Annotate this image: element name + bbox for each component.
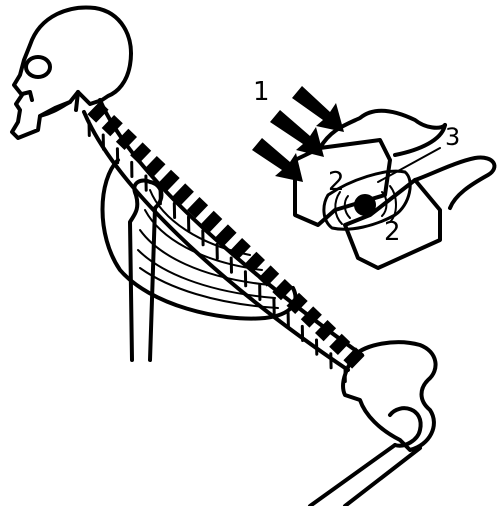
label-vertebral-body-lower: 2 xyxy=(384,217,401,247)
humerus xyxy=(130,181,161,360)
vertebra xyxy=(329,334,350,355)
eye-socket xyxy=(26,57,50,77)
label-intervertebral-disc: 3 xyxy=(445,123,460,151)
label-force-arrows: 1 xyxy=(253,77,270,107)
nucleus-pulposus xyxy=(356,196,374,214)
vertebra xyxy=(130,142,151,163)
femur xyxy=(310,408,421,506)
vertebra xyxy=(272,279,293,300)
label-vertebral-body-upper: 2 xyxy=(328,167,345,197)
